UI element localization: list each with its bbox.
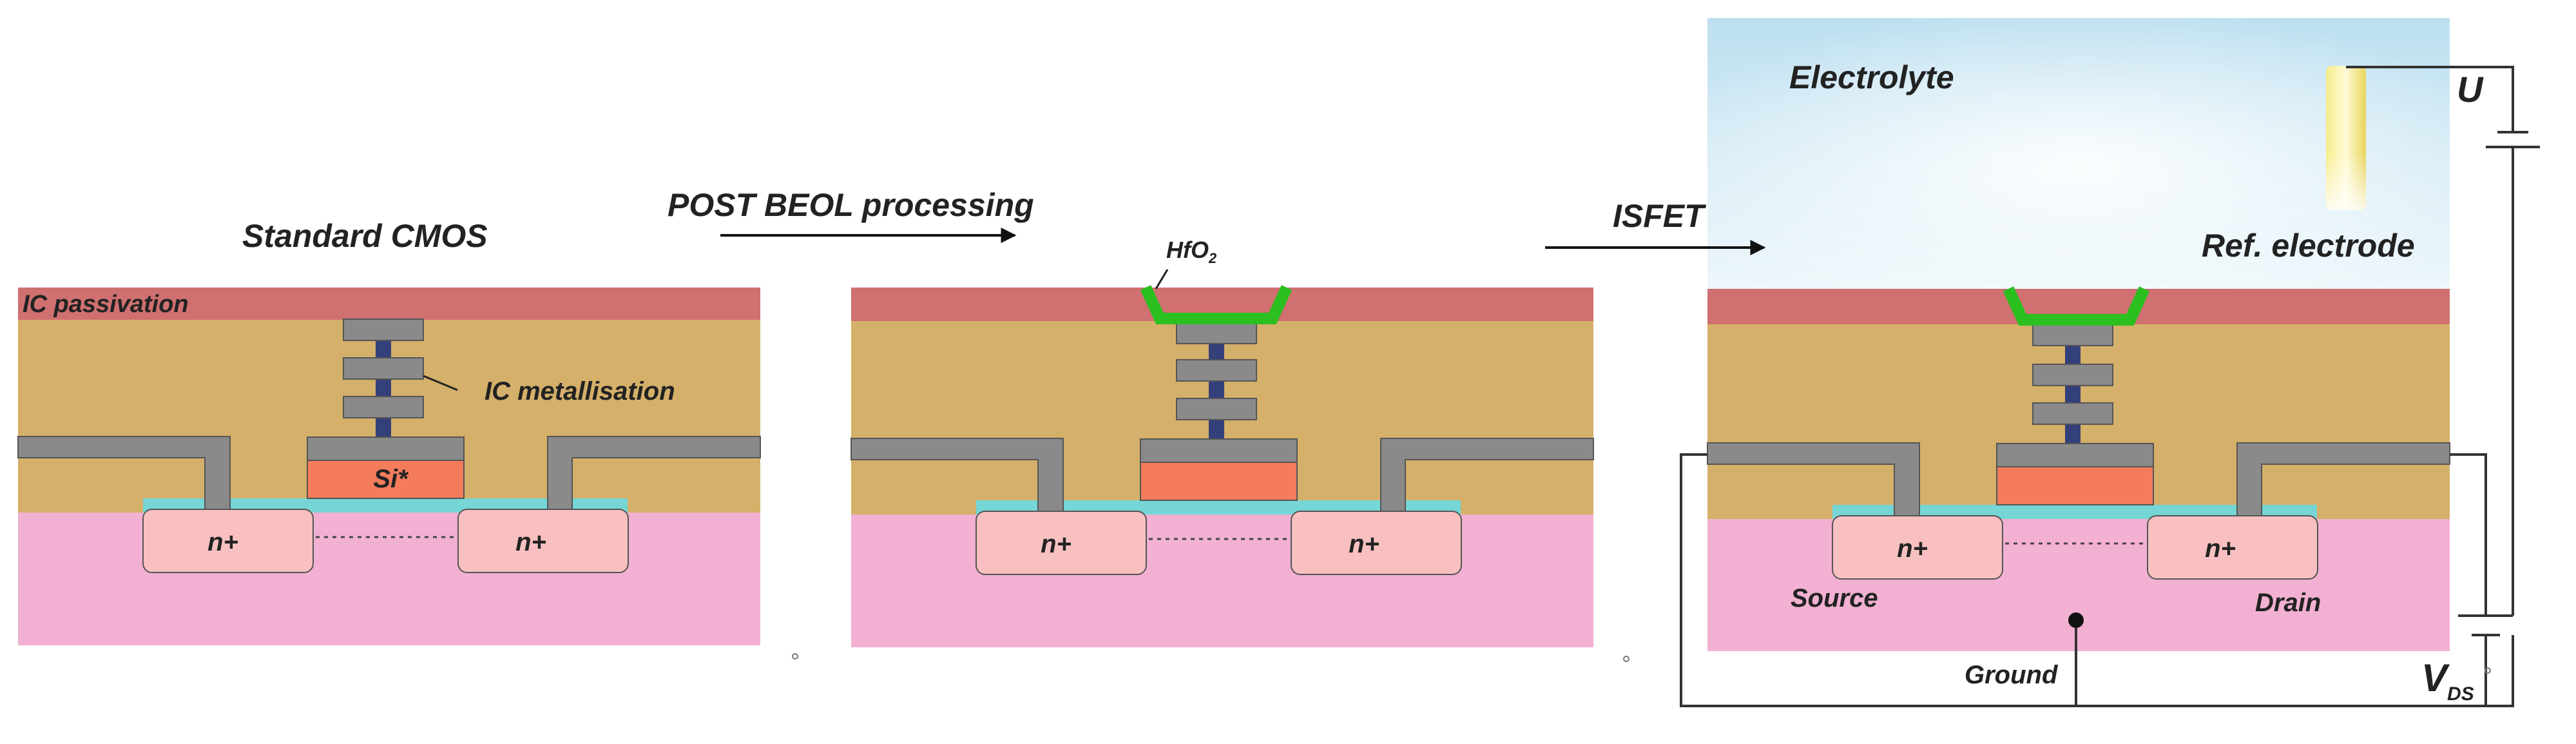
gate-silicon	[1140, 462, 1298, 501]
drain-label: Drain	[2255, 589, 2321, 617]
metal-layer-2	[2032, 364, 2113, 386]
metal-layer-1	[2032, 402, 2113, 425]
panel-post-beol: n+ n+ HfO2	[851, 237, 1594, 647]
electrolyte-label: Electrolyte	[1789, 59, 1954, 95]
ref-electrode-label: Ref. electrode	[2202, 228, 2415, 264]
metallisation-label: IC metallisation	[485, 377, 675, 406]
panel-title: Standard CMOS	[242, 218, 488, 254]
n-plus-left-label: n+	[1897, 534, 1928, 563]
process-arrow-1: POST BEOL processing	[668, 187, 1034, 243]
metal-layer-3	[343, 318, 424, 341]
hfo2-film	[1140, 285, 1293, 324]
gate-metal	[1140, 438, 1298, 463]
ground-node	[2068, 612, 2084, 628]
ref-electrode	[2326, 66, 2366, 210]
source-label: Source	[1791, 584, 1878, 612]
gate-label: Si*	[373, 465, 409, 493]
ground-label: Ground	[1965, 661, 2059, 689]
circuit-wiring	[1680, 66, 2514, 707]
metal-layer-3	[1176, 322, 1257, 344]
u-label: U	[2457, 69, 2484, 110]
metal-layer-3	[2032, 324, 2113, 346]
battery-u	[2486, 131, 2540, 148]
metallisation-pointer	[423, 375, 458, 391]
metal-layer-2	[1176, 359, 1257, 382]
process-arrow-2-label: ISFET	[1613, 198, 1707, 234]
n-plus-left	[976, 511, 1147, 575]
n-plus-left	[142, 509, 314, 573]
gate-silicon	[1996, 466, 2154, 505]
via	[2065, 338, 2081, 445]
substrate	[851, 514, 1593, 647]
n-plus-right-label: n+	[2205, 534, 2236, 563]
gate-metal	[307, 436, 465, 461]
n-plus-right-label: n+	[1349, 530, 1379, 558]
process-arrow-2: ISFET	[1545, 198, 1766, 255]
n-plus-left-label: n+	[207, 528, 238, 556]
hfo2-label: HfO2	[1166, 237, 1217, 266]
passivation-layer	[18, 288, 760, 320]
hfo2-pointer	[1155, 269, 1169, 289]
process-arrow-1-label: POST BEOL processing	[668, 187, 1034, 223]
n-plus-right-label: n+	[515, 528, 546, 556]
panel-isfet: n+ n+ Electrolyte Ref. electrode Source …	[1680, 59, 2540, 707]
hfo2-film	[2003, 286, 2150, 326]
marker-dot	[2485, 667, 2491, 674]
passivation-label: IC passivation	[23, 291, 189, 318]
substrate	[1707, 519, 2450, 651]
n-plus-right	[2147, 515, 2318, 580]
via	[1209, 335, 1224, 440]
panel-standard-cmos: n+ n+ Si* IC passivation IC metallisatio…	[17, 218, 761, 645]
n-plus-left-label: n+	[1041, 530, 1072, 558]
marker-dot	[1623, 656, 1629, 662]
via	[376, 335, 391, 438]
metal-layer-1	[1176, 398, 1257, 420]
vds-label: VDS	[2421, 656, 2474, 705]
n-plus-right	[457, 509, 629, 573]
metal-layer-2	[343, 357, 424, 380]
battery-vds	[2458, 614, 2513, 636]
n-plus-right	[1291, 511, 1462, 575]
metal-layer-1	[343, 396, 424, 418]
marker-dot	[792, 653, 798, 660]
gate-silicon	[307, 460, 465, 499]
gate-metal	[1996, 443, 2154, 467]
n-plus-left	[1832, 515, 2003, 580]
substrate	[18, 513, 760, 645]
